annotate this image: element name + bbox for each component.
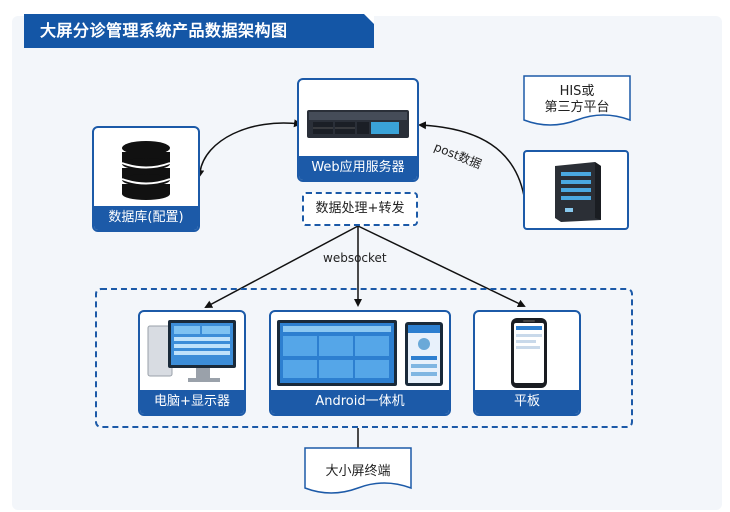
websocket-label: websocket — [323, 251, 387, 265]
page-title-text: 大屏分诊管理系统产品数据架构图 — [40, 21, 288, 40]
desktop-monitor-icon — [147, 320, 236, 382]
rack-server-icon — [307, 110, 409, 138]
his-platform-doc: HIS或 第三方平台 — [522, 74, 632, 130]
title-corner-cut — [364, 14, 374, 24]
tablet-device-icon — [511, 318, 547, 388]
database-card: 数据库(配置) — [92, 126, 200, 232]
web-server-label: Web应用服务器 — [299, 156, 417, 180]
his-label-line1: HIS或 — [559, 84, 595, 99]
document-shape-icon — [304, 447, 412, 494]
processing-box: 数据处理+转发 — [302, 192, 418, 226]
clients-group — [95, 288, 633, 428]
his-label-line2: 第三方平台 — [544, 100, 610, 115]
tablet-label: 平板 — [475, 390, 579, 414]
android-card: Android一体机 — [269, 310, 451, 416]
pc-label: 电脑+显示器 — [140, 390, 244, 414]
page-title: 大屏分诊管理系统产品数据架构图 — [24, 14, 374, 48]
tablet-card: 平板 — [473, 310, 581, 416]
terminal-doc: 大小屏终端 — [303, 446, 413, 498]
android-display-icon — [277, 320, 443, 386]
processing-label: 数据处理+转发 — [315, 201, 405, 216]
android-label: Android一体机 — [271, 390, 449, 414]
web-server-card: Web应用服务器 — [297, 78, 419, 182]
database-icon — [121, 141, 171, 200]
pc-card: 电脑+显示器 — [138, 310, 246, 416]
document-shape-icon — [523, 75, 631, 126]
his-server-card — [523, 150, 629, 230]
terminal-label: 大小屏终端 — [325, 464, 391, 479]
database-label: 数据库(配置) — [94, 206, 198, 230]
tower-server-icon — [555, 162, 601, 222]
